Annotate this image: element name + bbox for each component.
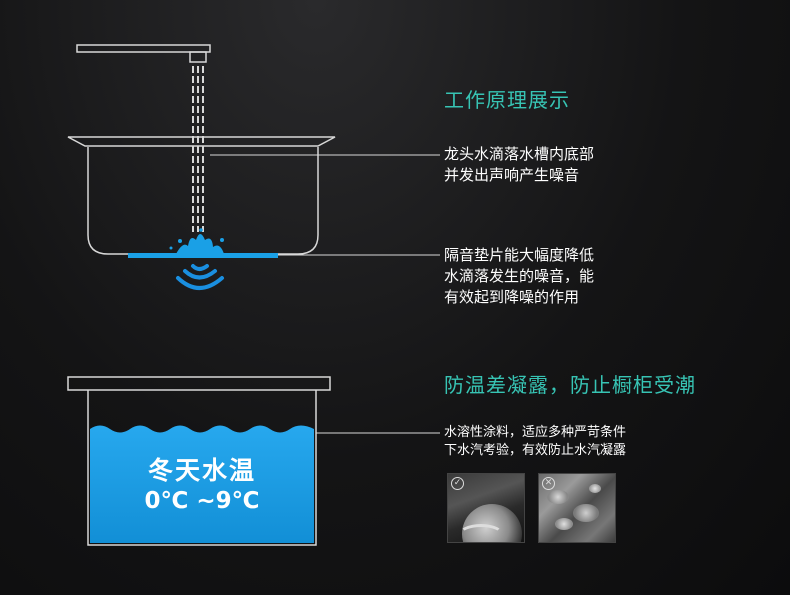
soundproof-pad: [128, 253, 278, 258]
note-line: 龙头水滴落水槽内底部: [444, 145, 595, 163]
water-temperature-title: 冬天水温: [147, 456, 256, 485]
water-stream: [192, 66, 204, 232]
section-heading-anti-condensation: 防温差凝露，防止橱柜受潮: [444, 373, 696, 397]
note-soundproof-pad: 隔音垫片能大幅度降低 水滴落发生的噪音，能 有效起到降噪的作用: [444, 245, 594, 308]
cross-icon: ✕: [542, 477, 555, 490]
sound-waves-icon: [176, 264, 224, 290]
photo-without-coating: ✕: [538, 473, 616, 543]
note-water-based-coating: 水溶性涂料，适应多种严苛条件 下水汽考验，有效防止水汽凝露: [444, 424, 626, 460]
note-water-drop-noise: 龙头水滴落水槽内底部 并发出声响产生噪音: [444, 144, 594, 186]
photo-with-coating: ✓: [447, 473, 525, 543]
check-icon: ✓: [451, 477, 464, 490]
note-line: 有效起到降噪的作用: [444, 288, 580, 306]
note-line: 并发出声响产生噪音: [444, 166, 580, 184]
water-splash: [169, 228, 224, 254]
note-line: 隔音垫片能大幅度降低: [444, 246, 595, 264]
note-line: 水滴落发生的噪音，能: [444, 267, 595, 285]
section-heading-working-principle: 工作原理展示: [444, 88, 570, 112]
water-body: [90, 425, 314, 543]
water-temperature-range: 0℃ ~9℃: [144, 488, 260, 514]
pointer-lines-1: [210, 154, 440, 256]
note-line: 下水汽考验，有效防止水汽凝露: [444, 443, 627, 458]
note-line: 水溶性涂料，适应多种严苛条件: [444, 425, 627, 440]
sink-cross-section: [67, 376, 331, 546]
faucet-icon: [76, 44, 211, 63]
